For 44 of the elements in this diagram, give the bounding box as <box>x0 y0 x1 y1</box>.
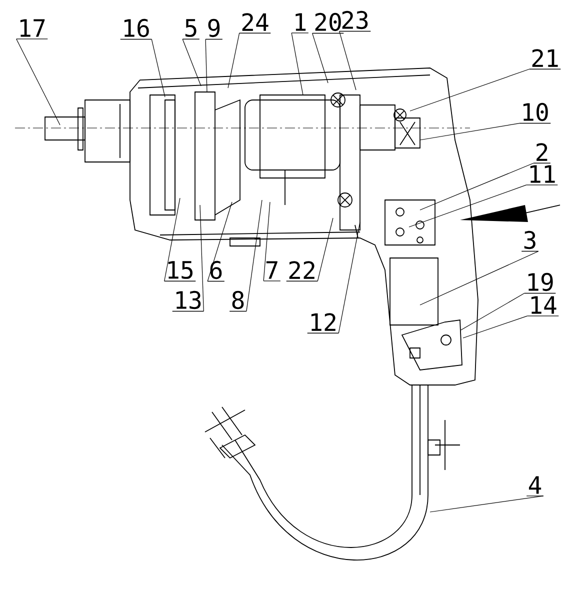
leader-line <box>200 204 204 312</box>
leader-line <box>16 38 60 126</box>
leader-line <box>339 30 356 90</box>
callout-number: 13 <box>172 290 204 312</box>
callout-number: 22 <box>286 261 318 282</box>
leader-line <box>151 38 166 98</box>
leader-line <box>420 250 539 306</box>
callout-number: 14 <box>527 296 559 316</box>
callout-number: 17 <box>16 19 48 40</box>
callout-number: 10 <box>519 102 551 124</box>
leader-line <box>182 38 202 86</box>
leader-line <box>263 202 270 282</box>
leader-line <box>410 68 530 112</box>
leader-line <box>205 38 208 92</box>
leader-line <box>408 184 527 228</box>
callout-number: 8 <box>229 290 247 312</box>
callout-number: 2 <box>533 143 551 164</box>
callout-number: 19 <box>524 272 556 294</box>
callout-number: 15 <box>164 261 196 282</box>
leader-line <box>291 32 304 96</box>
callout-number: 1 <box>291 13 309 34</box>
callout-number: 11 <box>526 165 558 186</box>
callout-number: 24 <box>239 13 271 34</box>
leader-line <box>420 122 520 140</box>
leader-line <box>164 198 180 282</box>
callout-number: 16 <box>120 18 152 40</box>
callout-number: 12 <box>307 313 339 334</box>
leader-line <box>228 32 240 88</box>
leader-line <box>462 316 528 338</box>
leader-line <box>312 32 328 84</box>
callout-number: 7 <box>263 261 281 282</box>
leader-line <box>420 162 534 210</box>
callout-number: 3 <box>521 230 539 252</box>
leader-line <box>338 222 360 334</box>
leader-line <box>246 200 262 312</box>
callout-number: 9 <box>205 18 223 40</box>
callout-number: 6 <box>207 260 225 282</box>
callout-number: 21 <box>529 49 561 70</box>
leader-line <box>317 218 334 282</box>
leader-line <box>460 292 525 330</box>
callout-number: 4 <box>526 476 544 496</box>
leader-line <box>430 496 544 512</box>
callout-number: 5 <box>182 19 200 40</box>
leader-line <box>207 202 232 282</box>
